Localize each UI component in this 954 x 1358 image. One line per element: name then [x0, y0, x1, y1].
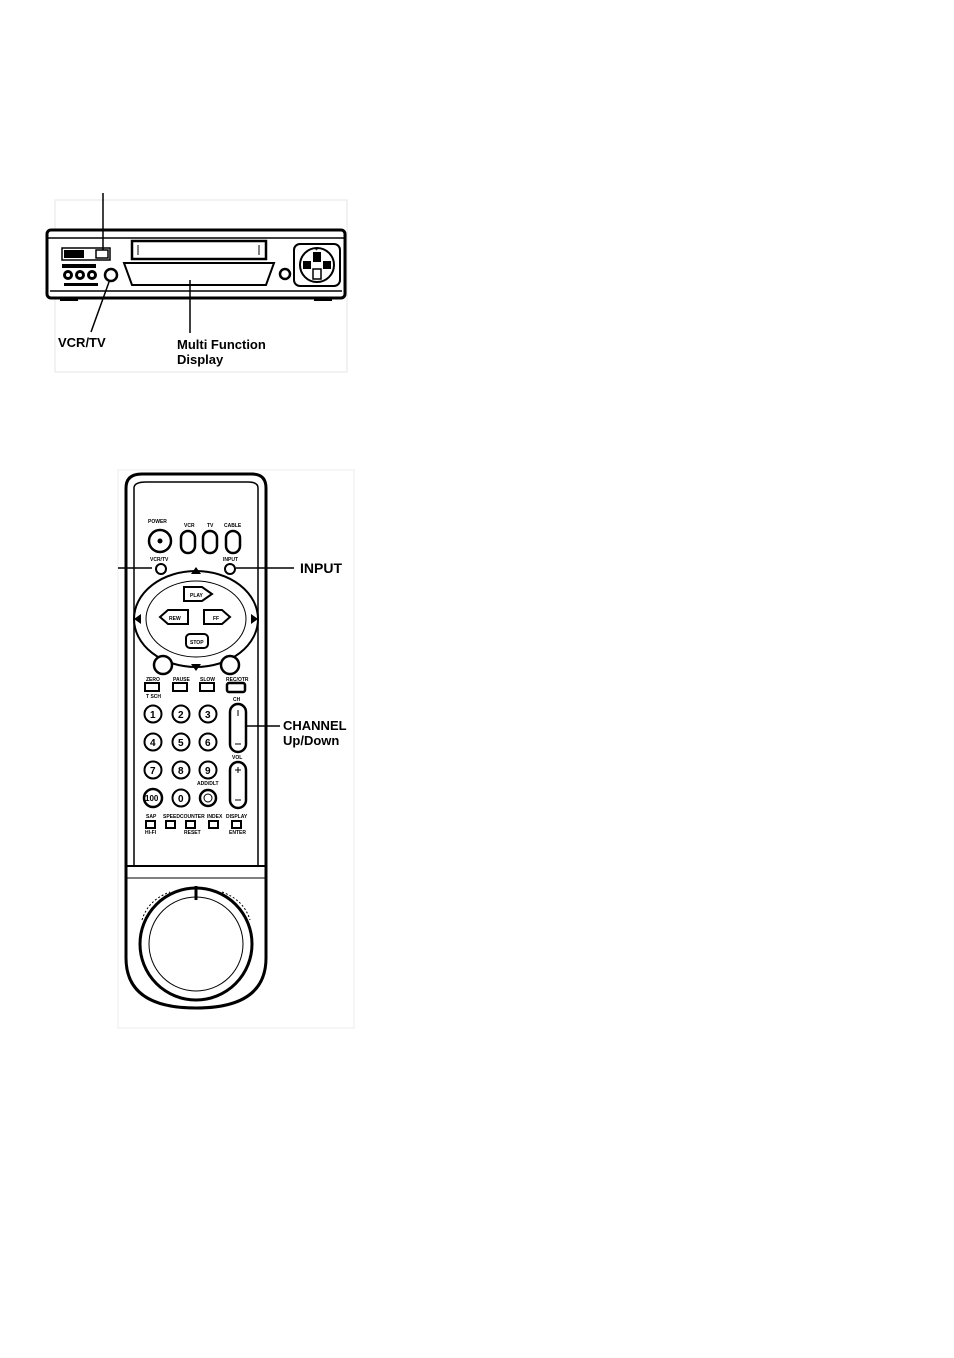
tv-source-label: TV [207, 523, 214, 529]
counter-label: COUNTER [180, 814, 205, 820]
multi-function-display-callout-line1: Multi Function [177, 338, 266, 352]
digit-button-9[interactable]: 9 [200, 762, 217, 779]
digit-button-6[interactable]: 6 [200, 734, 217, 751]
digit-label: 4 [150, 738, 156, 749]
power-label: POWER [148, 519, 167, 525]
digit-label: 9 [205, 766, 211, 777]
rewind-button[interactable]: REW [160, 610, 188, 624]
svg-text:+: + [315, 247, 318, 253]
enter-label: ENTER [229, 830, 246, 836]
right-side-button[interactable] [221, 656, 239, 674]
digit-label: 1 [150, 710, 156, 721]
vcr-tv-callout: VCR/TV [58, 336, 106, 350]
hifi-label: HI-FI [145, 830, 157, 836]
digit-label: 8 [178, 766, 184, 777]
add-dlt-label: ADD/DLT [197, 781, 219, 787]
vcr-figure: + VCR/TV Multi Function Display [0, 0, 954, 400]
tv-source-button[interactable] [203, 531, 217, 553]
vcr-source-button[interactable] [181, 531, 195, 553]
channel-callout-line2: Up/Down [283, 734, 339, 748]
reset-label: RESET [184, 830, 201, 836]
digit-button-7[interactable]: 7 [145, 762, 162, 779]
digit-button-5[interactable]: 5 [173, 734, 190, 751]
speed-label: SPEED [163, 814, 180, 820]
digit-label: 7 [150, 766, 156, 777]
vcr-source-label: VCR [184, 523, 195, 529]
input-button[interactable] [225, 564, 235, 574]
counter-button[interactable] [186, 821, 195, 828]
add-dlt-button[interactable] [200, 790, 216, 806]
transport-ring [134, 571, 258, 667]
zero-button[interactable] [145, 683, 159, 691]
tsch-label: T SCH [146, 694, 161, 700]
jog-shuttle-dial[interactable] [140, 886, 252, 1000]
digit-button-3[interactable]: 3 [200, 706, 217, 723]
digit-label: 6 [205, 738, 211, 749]
av-input-jacks [63, 270, 98, 286]
input-callout: INPUT [300, 561, 342, 575]
rec-button[interactable] [227, 683, 245, 692]
index-button[interactable] [209, 821, 218, 828]
left-side-button[interactable] [154, 656, 172, 674]
stop-button[interactable]: STOP [186, 634, 208, 648]
digit-button-1[interactable]: 1 [145, 706, 162, 723]
digit-label: 2 [178, 710, 184, 721]
sap-label: SAP [146, 814, 157, 820]
slow-button[interactable] [200, 683, 214, 691]
display-label: DISPLAY [226, 814, 248, 820]
ch-label: CH [233, 697, 241, 703]
digit-label: 100 [145, 794, 159, 803]
digit-label: 3 [205, 710, 211, 721]
channel-rocker[interactable] [230, 704, 246, 752]
cable-source-label: CABLE [224, 523, 242, 529]
digit-button-4[interactable]: 4 [145, 734, 162, 751]
digit-button-0[interactable]: 0 [173, 790, 190, 807]
index-label: INDEX [207, 814, 223, 820]
power-button[interactable] [149, 530, 171, 552]
vol-label: VOL [232, 755, 242, 761]
channel-callout-line1: CHANNEL [283, 719, 347, 733]
digit-button-8[interactable]: 8 [173, 762, 190, 779]
digit-button-100[interactable]: 100 [144, 789, 162, 807]
volume-rocker[interactable] [230, 762, 246, 808]
remote-figure: POWER VCR TV CABLE VCR/TV INPUT PLAY [0, 460, 954, 1040]
digit-label: 5 [178, 738, 184, 749]
digit-button-2[interactable]: 2 [173, 706, 190, 723]
remote-vcr-tv-label: VCR/TV [150, 557, 169, 563]
remote-vcr-tv-button[interactable] [156, 564, 166, 574]
digit-label: 0 [178, 794, 184, 805]
fast-forward-label: FF [213, 616, 219, 622]
play-label: PLAY [190, 593, 204, 599]
stop-label: STOP [190, 640, 204, 646]
cable-source-button[interactable] [226, 531, 240, 553]
speed-button[interactable] [166, 821, 175, 828]
multi-function-display-callout-line2: Display [177, 353, 223, 367]
remote-input-label: INPUT [223, 557, 238, 563]
display-button[interactable] [232, 821, 241, 828]
pause-button[interactable] [173, 683, 187, 691]
rewind-label: REW [169, 616, 181, 622]
sap-button[interactable] [146, 821, 155, 828]
